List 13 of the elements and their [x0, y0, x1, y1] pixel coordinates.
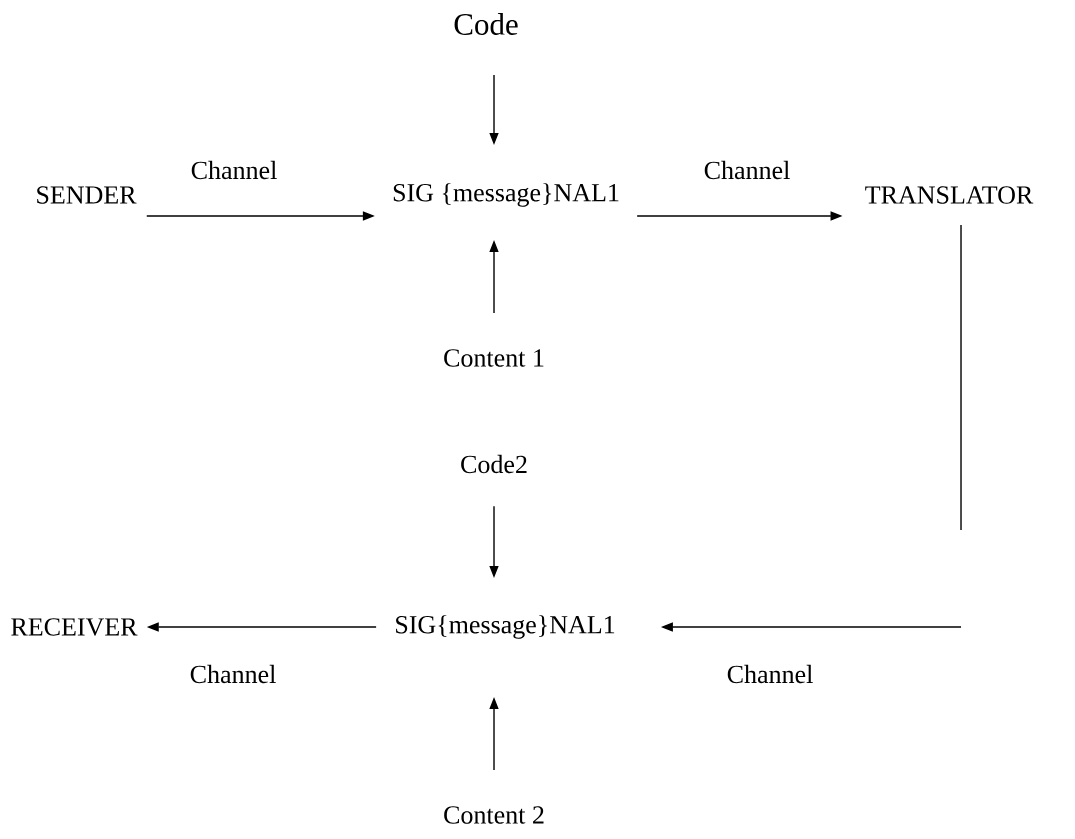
edge-label: Channel — [702, 159, 792, 181]
node-label: Code — [454, 13, 518, 35]
node-label: RECEIVER — [11, 618, 138, 636]
node-label: Content 2 — [444, 806, 544, 824]
node-label: Content 1 — [444, 349, 544, 367]
edge-label: Channel — [725, 663, 815, 685]
node-label: SIG {message}NAL1 — [393, 183, 619, 207]
node-label: TRANSLATOR — [865, 186, 1034, 204]
node-label: SENDER — [37, 186, 137, 204]
node-label: SIG{message}NAL1 — [396, 615, 615, 639]
edge-label: Channel — [188, 663, 278, 685]
node-label: Code2 — [461, 454, 527, 474]
edge-label: Channel — [189, 159, 279, 181]
